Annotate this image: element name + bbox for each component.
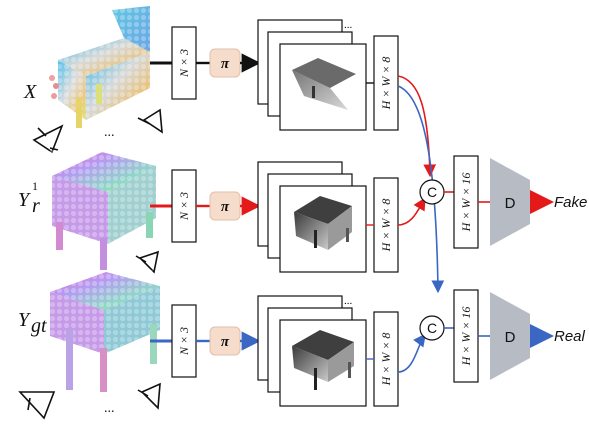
concat-label-real: C (427, 320, 437, 336)
concat-shape-label-real: H × W × 16 (459, 307, 473, 367)
depth-shape-label-yr: H × W × 8 (379, 199, 393, 253)
projection-label-ygt: π (221, 334, 230, 350)
depth-stack-x: ... (257, 19, 367, 131)
svg-text:1: 1 (32, 179, 38, 193)
point-cloud-ygt (46, 270, 164, 392)
svg-text:Y: Y (18, 189, 31, 211)
depth-shape-box-yr (373, 177, 399, 273)
discriminator-label-fake: D (505, 195, 516, 212)
output-label-real: Real (554, 328, 586, 345)
depth-stack-yr (257, 161, 367, 273)
discriminator-real (490, 292, 530, 380)
camera-icon (137, 382, 161, 410)
point-cloud-yr (48, 150, 160, 270)
ellipsis-views: ... (344, 295, 353, 307)
projection-label-x: π (221, 56, 230, 72)
output-label-fake: Fake (554, 194, 587, 211)
shape-label-ygt: N × 3 (177, 327, 191, 356)
projection-label-yr: π (221, 199, 230, 215)
concat-label-fake: C (427, 184, 437, 200)
camera-icon (18, 391, 56, 420)
shape-box-yr (171, 169, 197, 243)
point-cloud-x (49, 6, 152, 128)
depth-shape-box-ygt (373, 311, 399, 407)
route-x-to-fake (397, 75, 437, 178)
route-yr-to-concat (397, 197, 426, 226)
camera-icon (135, 250, 160, 274)
depth-shape-label-x: H × W × 8 (379, 57, 393, 111)
discriminator-fake (490, 158, 530, 246)
depth-shape-label-ygt: H × W × 8 (379, 333, 393, 387)
concat-shape-label-fake: H × W × 16 (459, 173, 473, 233)
shape-label-x: N × 3 (177, 49, 191, 78)
ellipsis-cameras: ... (104, 401, 115, 416)
camera-icon (32, 124, 64, 154)
route-x-to-real (397, 85, 445, 294)
ellipsis-views: ... (344, 19, 353, 31)
input-label-x: X (23, 81, 37, 103)
input-label-yr: Y r 1 (18, 179, 40, 217)
ellipsis-cameras: ... (104, 125, 115, 140)
svg-text:r: r (32, 195, 40, 217)
input-label-ygt: Y gt (18, 309, 47, 337)
concat-shape-box-real (453, 289, 479, 383)
svg-text:gt: gt (31, 315, 47, 337)
camera-icon (137, 108, 163, 134)
discriminator-label-real: D (505, 329, 516, 346)
concat-shape-box-fake (453, 155, 479, 249)
shape-label-yr: N × 3 (177, 192, 191, 221)
depth-shape-box-x (373, 35, 399, 131)
route-ygt-to-concat (397, 333, 426, 373)
depth-stack-ygt: ... (257, 295, 367, 407)
svg-text:Y: Y (18, 309, 31, 331)
